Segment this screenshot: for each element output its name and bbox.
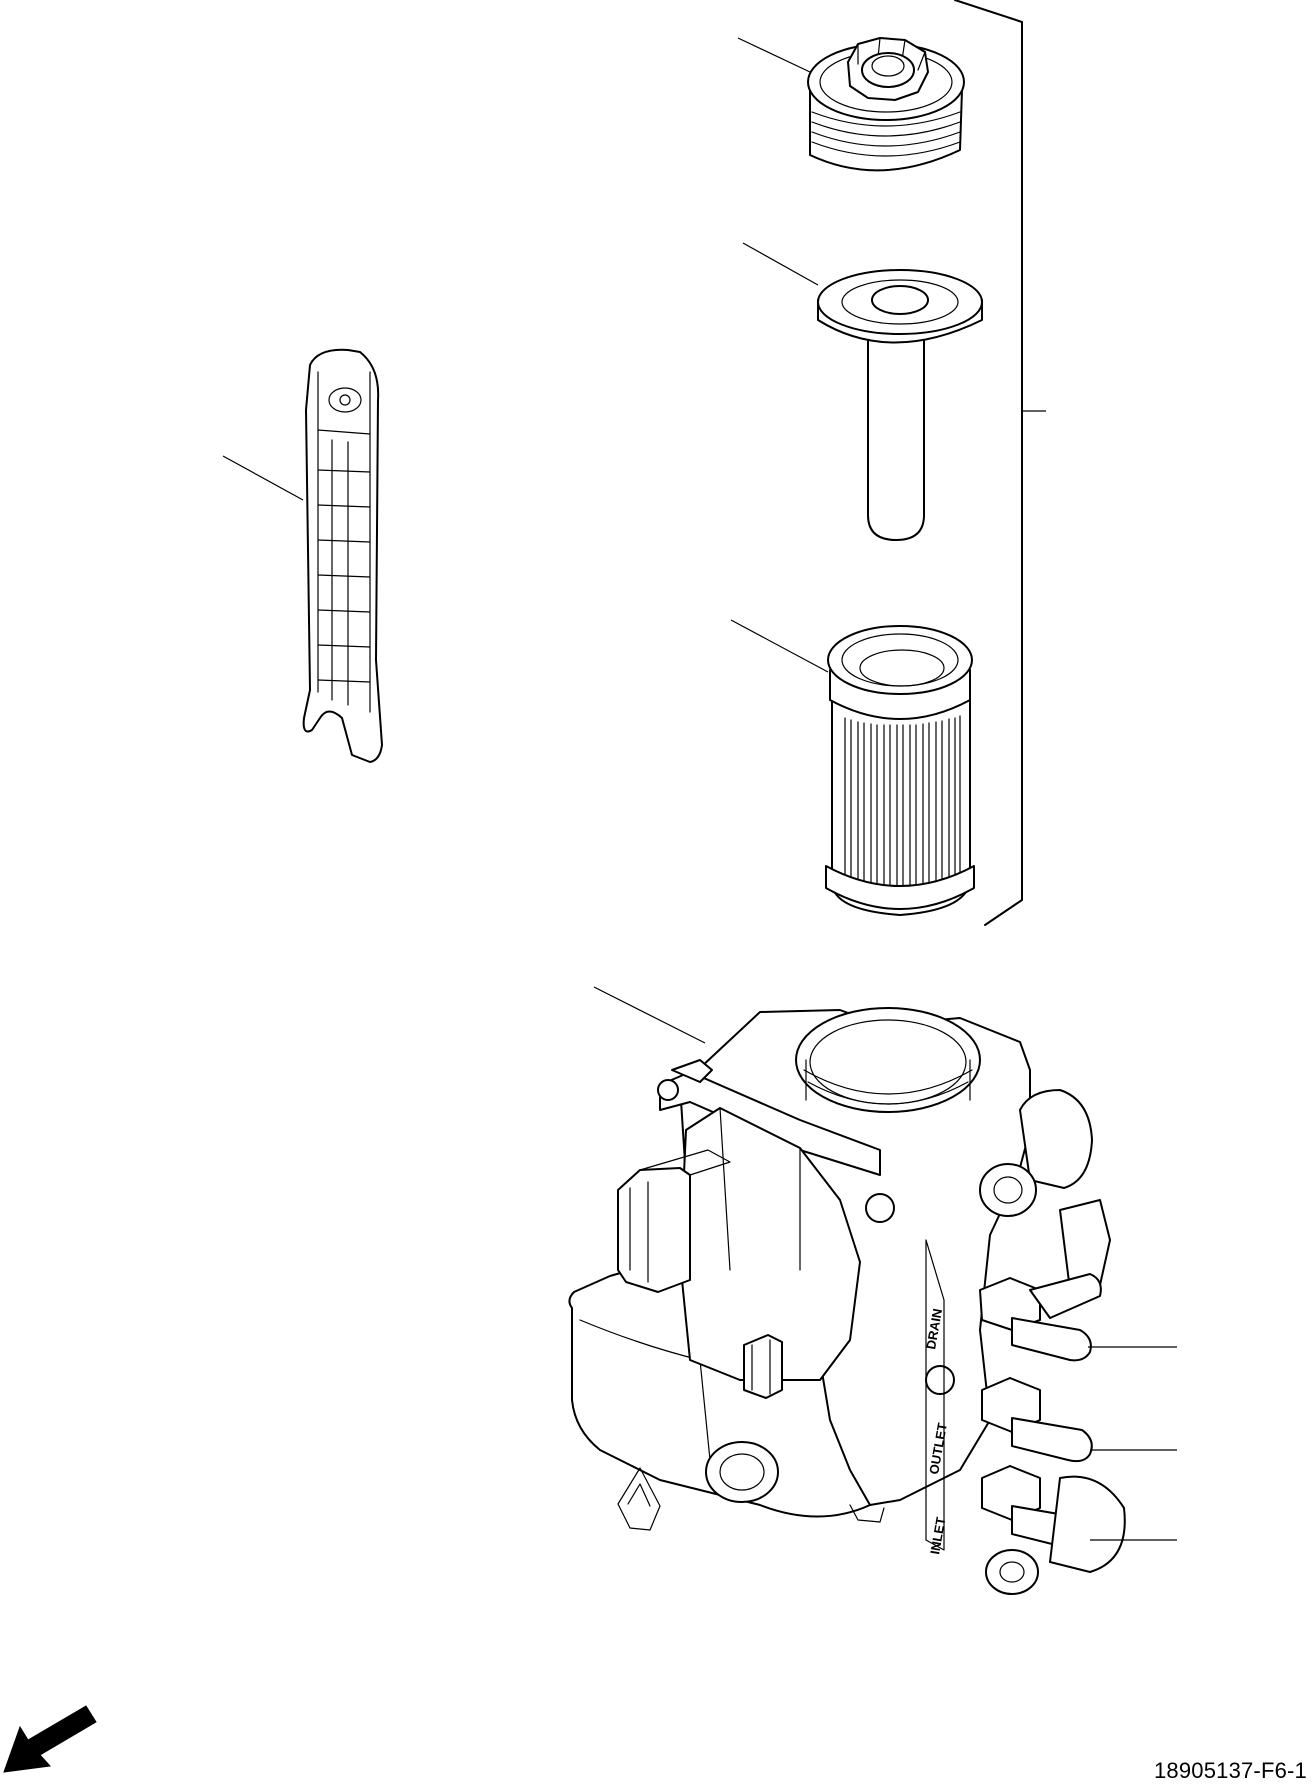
service-tool — [222, 348, 383, 763]
inlet-label: INLET — [927, 1516, 948, 1556]
tool-ribs — [317, 439, 371, 706]
pleats — [844, 715, 961, 894]
filter-cap — [737, 37, 965, 172]
fitting-outlet — [981, 1377, 1177, 1463]
arrow-down-left-icon — [3, 1705, 97, 1773]
kit-bracket — [954, 0, 1046, 926]
leader-line-housing — [593, 986, 706, 1044]
standpipe — [742, 242, 983, 541]
fitting-drain — [979, 1273, 1177, 1362]
filter-housing: DRAIN OUTLET INLET — [568, 986, 1177, 1595]
leader-line-tool — [222, 455, 304, 501]
drain-label: DRAIN — [923, 1307, 945, 1350]
leader-line-element — [730, 619, 829, 673]
filter-element — [730, 619, 975, 916]
leader-line-standpipe — [742, 242, 819, 286]
leader-line-cap — [737, 37, 811, 73]
fitting-inlet — [981, 1465, 1177, 1595]
figure-id-label: 18905137-F6-1 — [1153, 1758, 1307, 1783]
